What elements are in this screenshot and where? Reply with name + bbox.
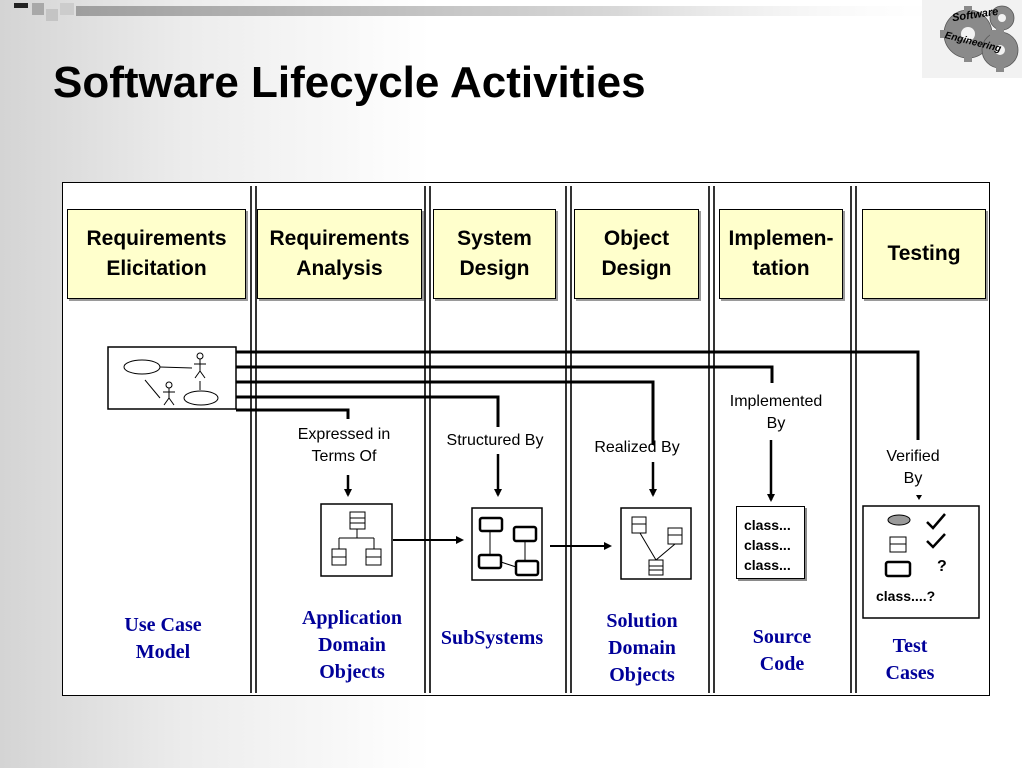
use-case-connectors [236,350,920,445]
phase-requirements-analysis: Requirements Analysis [257,209,422,299]
model-source-code: Source Code [752,626,812,675]
relation-realized-by: Realized By [594,439,680,456]
phase-object-design: Object Design [574,209,699,299]
test-cases-icon [862,505,980,619]
column-separators [250,186,857,693]
phase-system-design: System Design [433,209,556,299]
solution-domain-objects-icon [620,507,692,580]
source-code-box: class... class... class... [736,506,805,579]
subsystems-icon [471,507,543,581]
phase-requirements-elicitation: Requirements Elicitation [67,209,246,299]
model-application-domain-objects: Application Domain Objects [301,607,403,683]
source-code-line: class... [744,557,791,573]
model-subsystems: SubSystems [440,627,544,649]
model-test-cases: Test Cases [885,635,935,684]
model-use-case: Use Case Model [124,614,202,663]
relation-verified-by: Verified By [886,448,940,487]
phase-implementation: Implemen- tation [719,209,843,299]
source-code-line: class... [744,517,791,533]
relation-structured-by: Structured By [446,432,544,449]
relation-arrows [344,440,775,502]
relation-implemented-by: Implemented By [729,393,823,432]
use-case-model-icon [107,346,237,410]
slide-title: Software Lifecycle Activities [53,58,646,107]
test-case-class-line: class....? [876,588,936,604]
source-code-line: class... [744,537,791,553]
software-engineering-logo [922,0,1022,78]
phase-testing: Testing [862,209,986,299]
test-case-question-mark: ? [937,558,947,575]
top-decor-bar [14,3,976,21]
application-domain-objects-icon [320,503,393,577]
relation-expressed-in-terms-of: Expressed in Terms Of [297,426,391,465]
model-solution-domain-objects: Solution Domain Objects [606,610,678,686]
